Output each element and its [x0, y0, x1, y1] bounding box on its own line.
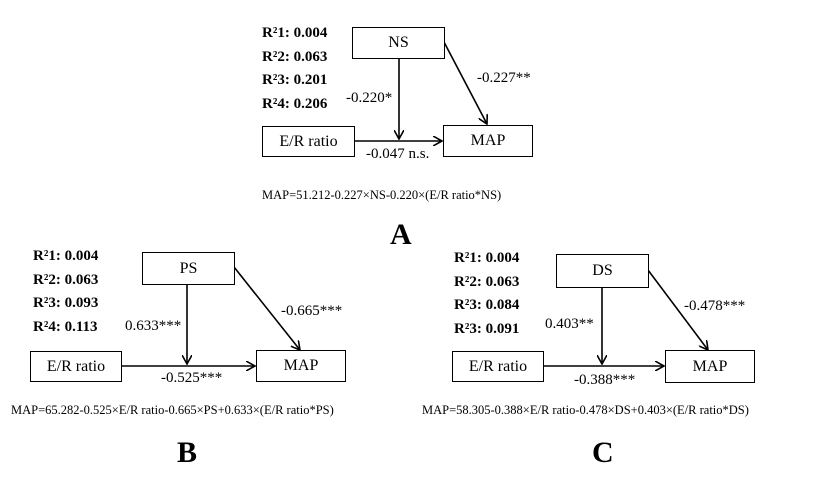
r2-c-3: R²3: 0.084: [454, 297, 520, 313]
moderator-box-b: PS: [142, 252, 235, 285]
coef-predictor-outcome-b: -0.525***: [161, 370, 223, 386]
predictor-box-a: E/R ratio: [262, 126, 355, 157]
r2-list-b: R²1: 0.004 R²2: 0.063 R²3: 0.093 R²4: 0.…: [33, 245, 98, 339]
r2-b-1: R²1: 0.004: [33, 248, 99, 264]
coef-moderator-outcome-b: -0.665***: [281, 303, 343, 319]
coef-interaction-a: -0.220*: [346, 90, 393, 106]
outcome-box-b: MAP: [256, 350, 346, 382]
r2-c-2: R²2: 0.063: [454, 273, 520, 290]
r2-c-1: R²1: 0.004: [454, 250, 520, 266]
r2-list-c: R²1: 0.004 R²2: 0.063 R²3: 0.084 R²3: 0.…: [454, 247, 519, 341]
coef-interaction-c: 0.403**: [545, 316, 594, 332]
equation-c: MAP=58.305-0.388×E/R ratio-0.478×DS+0.40…: [422, 403, 749, 417]
coef-interaction-b: 0.633***: [125, 318, 182, 334]
coef-predictor-outcome-a: -0.047 n.s.: [366, 146, 430, 162]
predictor-box-b: E/R ratio: [30, 351, 122, 382]
r2-b-4: R²4: 0.113: [33, 318, 98, 335]
coef-moderator-outcome-c: -0.478***: [684, 298, 746, 314]
r2-b-3: R²3: 0.093: [33, 295, 99, 311]
arrow-a-moderator-outcome: [443, 41, 487, 124]
r2-a-3: R²3: 0.201: [262, 72, 328, 88]
r2-a-2: R²2: 0.063: [262, 48, 328, 65]
coef-moderator-outcome-a: -0.227**: [477, 70, 531, 86]
r2-a-4: R²4: 0.206: [262, 95, 328, 112]
arrow-b-moderator-outcome: [233, 266, 300, 350]
panel-label-b: B: [177, 436, 198, 469]
outcome-box-a: MAP: [443, 125, 533, 157]
equation-a: MAP=51.212-0.227×NS-0.220×(E/R ratio*NS): [262, 188, 502, 202]
equation-b: MAP=65.282-0.525×E/R ratio-0.665×PS+0.63…: [11, 403, 334, 417]
r2-c-4: R²3: 0.091: [454, 320, 520, 337]
panel-label-c: C: [592, 436, 614, 469]
arrow-c-moderator-outcome: [647, 269, 708, 350]
r2-b-2: R²2: 0.063: [33, 271, 99, 288]
outcome-box-c: MAP: [665, 350, 755, 383]
moderator-box-c: DS: [556, 254, 649, 288]
predictor-box-c: E/R ratio: [452, 351, 544, 382]
moderator-box-a: NS: [352, 27, 445, 59]
coef-predictor-outcome-c: -0.388***: [574, 372, 636, 388]
r2-list-a: R²1: 0.004 R²2: 0.063 R²3: 0.201 R²4: 0.…: [262, 22, 327, 116]
r2-a-1: R²1: 0.004: [262, 25, 328, 41]
panel-label-a: A: [390, 218, 412, 251]
